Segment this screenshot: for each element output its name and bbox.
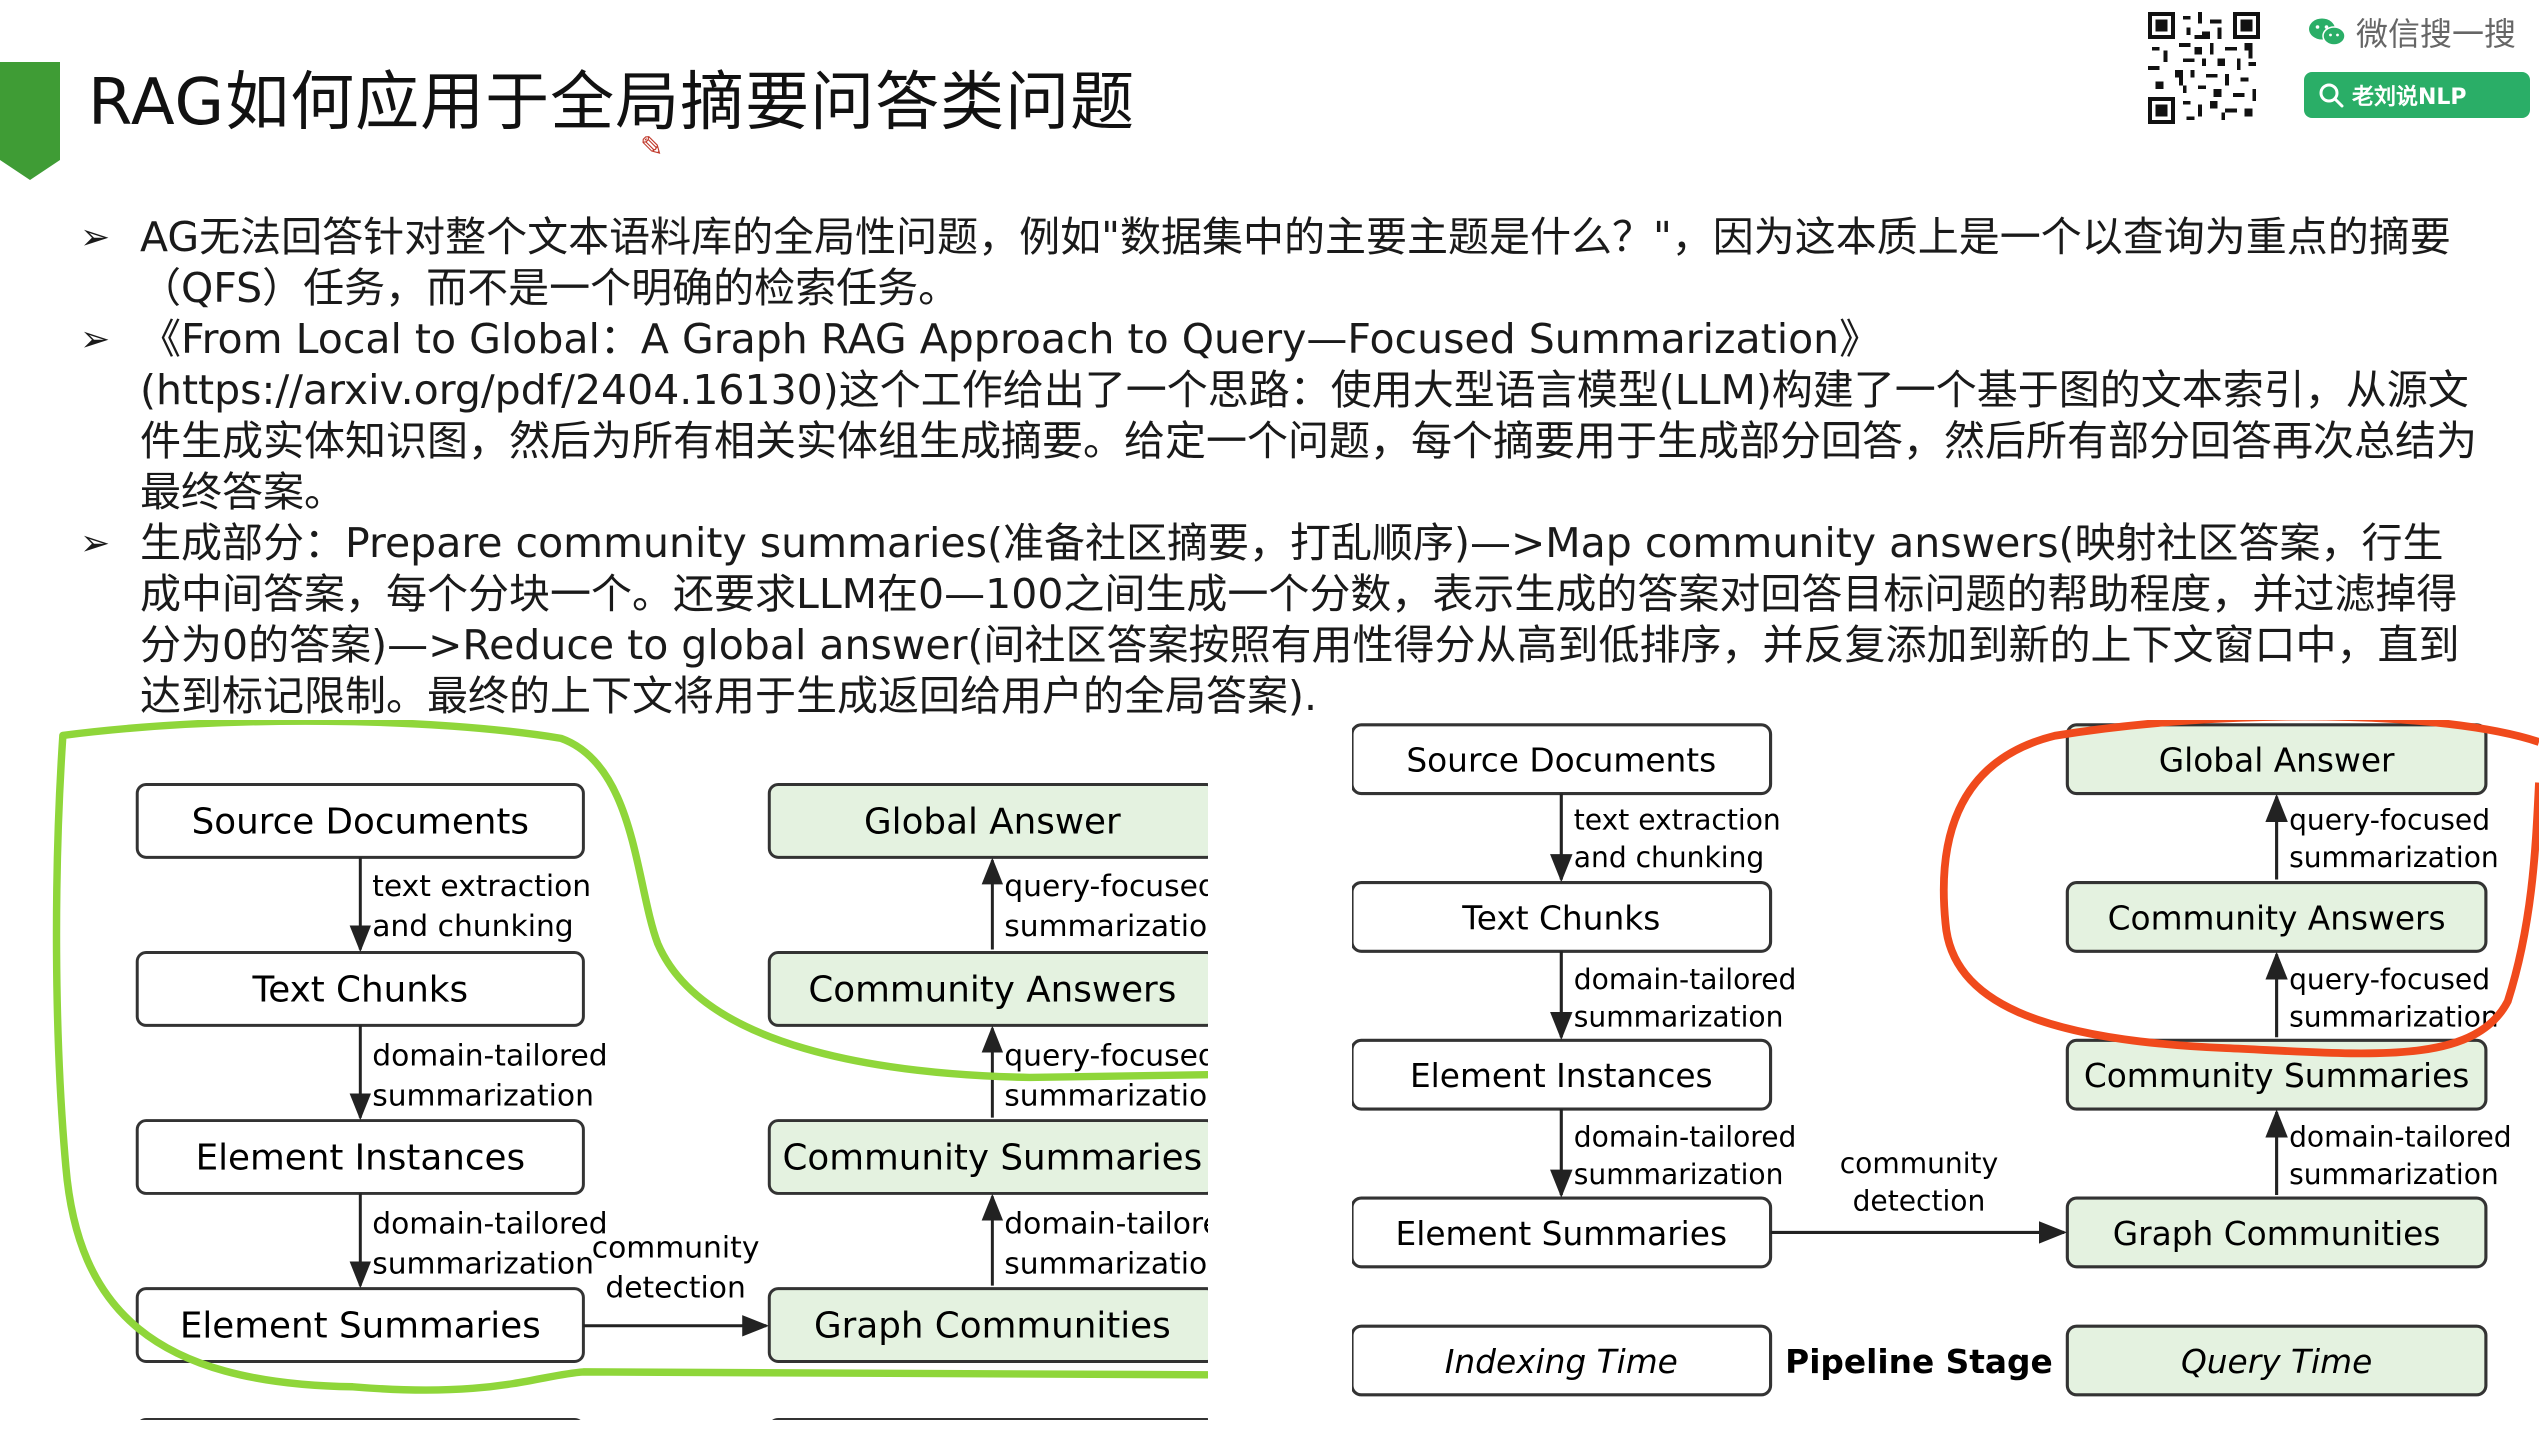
search-account-label: 老刘说NLP (2352, 85, 2467, 110)
pipeline-stage-label: Pipeline Stage (1785, 1343, 2053, 1381)
community-answers-box (2065, 881, 2488, 953)
search-icon (2319, 83, 2344, 108)
edge-label: summarization (1574, 1000, 1784, 1033)
graph-communities-label: Graph Communities (2113, 1215, 2441, 1253)
edge-label: and chunking (372, 909, 573, 944)
community-summaries-box (767, 1119, 1208, 1195)
wechat-search-header: 微信搜一搜 (2308, 8, 2516, 56)
community-summaries-label: Community Summaries (783, 1138, 1203, 1179)
edge-label: and chunking (1574, 841, 1764, 874)
community-answers-box (767, 951, 1208, 1027)
bullet-list: ➢ AG无法回答针对整个文本语料库的全局性问题，例如"数据集中的主要主题是什么？… (80, 212, 2480, 722)
global-answer-box (2065, 723, 2488, 796)
bullet-text: AG无法回答针对整个文本语料库的全局性问题，例如"数据集中的主要主题是什么？"，… (140, 213, 2451, 312)
edge-label: detection (605, 1271, 745, 1306)
edge-label: summarization (372, 1247, 594, 1282)
edge-label: community (592, 1230, 760, 1265)
element-instances-label: Element Instances (1410, 1057, 1713, 1095)
green-highlight-outline (52, 720, 1208, 1394)
community-detection-edge: community detection (583, 1230, 769, 1337)
element-summaries-label: Element Summaries (1396, 1215, 1728, 1253)
title-marker-shape (0, 62, 60, 180)
graph-communities-box (767, 1287, 1208, 1363)
edge-label: query-focused (1004, 869, 1208, 904)
source-documents-label: Source Documents (192, 802, 529, 843)
source-documents-box (135, 782, 585, 859)
global-answer-box (767, 782, 1208, 859)
query-time-box (772, 1418, 1208, 1420)
indexing-column: Source Documents Text Chunks Element Ins… (135, 782, 608, 1363)
edge-label: query-focused (1004, 1039, 1208, 1074)
edge-label: query-focused (2289, 963, 2490, 996)
indexing-column: Source Documents Text Chunks Element Ins… (1352, 723, 1797, 1269)
edge-label: text extraction (372, 869, 591, 904)
red-highlight-outline (1939, 720, 2539, 1058)
edge-label: community (1840, 1147, 1999, 1180)
edge-label: domain-tailored (1004, 1207, 1208, 1242)
graph-communities-box (2065, 1196, 2488, 1269)
legend: Indexing Time Pipeline Stage Query Time (1352, 1324, 2488, 1397)
graph-communities-label: Graph Communities (814, 1306, 1171, 1347)
edge-label: summarization (2289, 1158, 2499, 1191)
bullet-item: ➢ AG无法回答针对整个文本语料库的全局性问题，例如"数据集中的主要主题是什么？… (80, 212, 2480, 314)
slide-title: RAG如何应用于全局摘要问答类问题 (88, 66, 1136, 140)
community-answers-label: Community Answers (808, 970, 1176, 1011)
edge-label: summarization (2289, 841, 2499, 874)
edge-label: text extraction (1574, 803, 1781, 836)
wechat-icon (2309, 18, 2346, 46)
legend: Indexing Time Pipeline Stage Query Time (140, 1418, 1208, 1420)
query-time-box (2065, 1324, 2488, 1397)
edge-label: domain-tailored (372, 1207, 607, 1242)
edge-label: query-focused (2289, 803, 2490, 836)
text-chunks-label: Text Chunks (1461, 899, 1660, 937)
element-summaries-label: Element Summaries (180, 1306, 541, 1347)
text-chunks-label: Text Chunks (252, 970, 469, 1011)
query-column: Global Answer Community Answers Communit… (767, 782, 1208, 1363)
query-column: Global Answer Community Answers Communit… (2065, 723, 2512, 1269)
indexing-time-label: Indexing Time (1445, 1343, 1678, 1381)
edge-label: domain-tailored (372, 1039, 607, 1074)
element-instances-label: Element Instances (196, 1138, 525, 1179)
edge-label: domain-tailored (1574, 963, 1797, 996)
indexing-time-box (140, 1418, 581, 1420)
bullet-text: 生成部分：Prepare community summaries(准备社区摘要，… (140, 519, 2460, 720)
bullet-text: 《From Local to Global：A Graph RAG Approa… (140, 315, 2477, 516)
bullet-item: ➢ 生成部分：Prepare community summaries(准备社区摘… (80, 518, 2480, 722)
pipeline-diagram-right: Source Documents Text Chunks Element Ins… (1352, 720, 2539, 1397)
global-answer-label: Global Answer (2159, 742, 2395, 780)
title-marker (0, 62, 60, 180)
indexing-time-box (1352, 1324, 1773, 1397)
edge-label: domain-tailored (1574, 1121, 1797, 1154)
bullet-item: ➢ 《From Local to Global：A Graph RAG Appr… (80, 314, 2480, 518)
search-account-button[interactable]: 老刘说NLP (2304, 72, 2530, 118)
community-summaries-box (2065, 1038, 2488, 1111)
pen-cursor-icon: ✎ (640, 130, 664, 163)
community-detection-edge: community detection (1770, 1147, 2068, 1244)
edge-label: summarization (1004, 1079, 1208, 1114)
wechat-search-label: 微信搜一搜 (2356, 15, 2517, 53)
bullet-arrow-icon: ➢ (80, 217, 111, 258)
edge-label: summarization (1574, 1158, 1784, 1191)
community-answers-label: Community Answers (2108, 899, 2446, 937)
community-summaries-label: Community Summaries (2084, 1057, 2470, 1095)
edge-label: summarization (1004, 1247, 1208, 1282)
bullet-arrow-icon: ➢ (80, 523, 111, 564)
edge-label: summarization (372, 1079, 594, 1114)
pipeline-diagram-left: Source Documents Text Chunks Element Ins… (52, 720, 1208, 1420)
bullet-arrow-icon: ➢ (80, 319, 111, 360)
edge-label: domain-tailored (2289, 1121, 2512, 1154)
edge-label: summarization (2289, 1000, 2499, 1033)
query-time-label: Query Time (2181, 1343, 2372, 1381)
edge-label: summarization (1004, 909, 1208, 944)
element-instances-box (1352, 1038, 1773, 1111)
qr-code (2148, 12, 2260, 124)
global-answer-label: Global Answer (864, 802, 1121, 843)
edge-label: detection (1853, 1185, 1986, 1218)
text-chunks-box (1352, 881, 1773, 953)
source-documents-label: Source Documents (1406, 742, 1716, 780)
